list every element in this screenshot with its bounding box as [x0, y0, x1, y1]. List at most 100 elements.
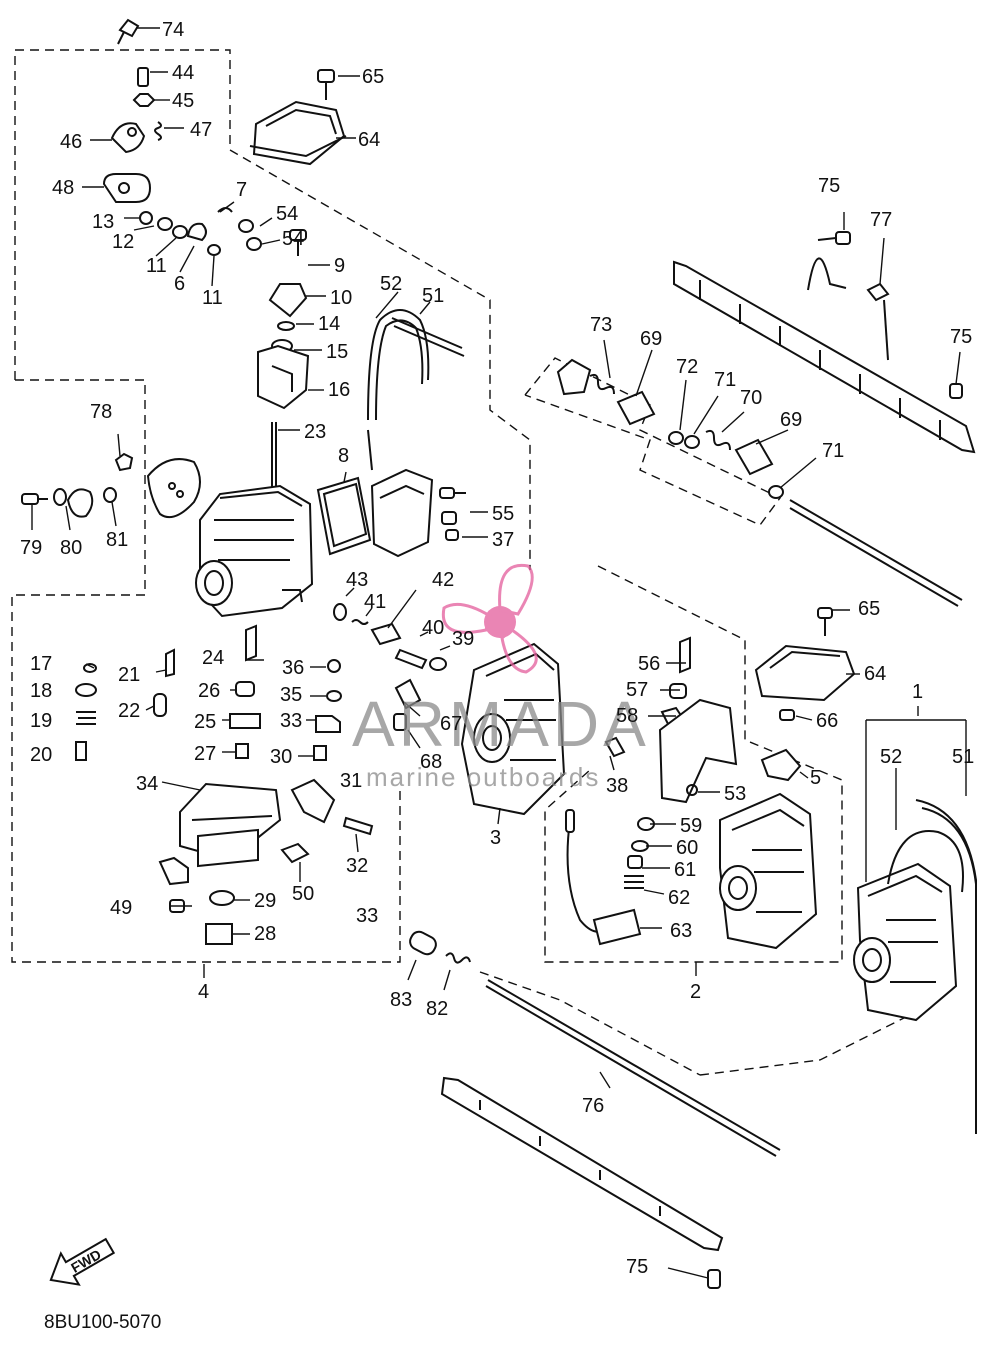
- carburetor-body-4: [195, 484, 314, 618]
- callout-48: 48: [52, 177, 74, 199]
- bracket-5-53: [658, 698, 802, 804]
- callout-12: 12: [112, 231, 134, 253]
- choke-cable-63: [565, 809, 642, 946]
- callout-16: 16: [328, 379, 350, 401]
- callout-labels: 1 2 3 4 5 6 7 8 9 10 11 11 12 13 14 15 1…: [20, 19, 974, 1278]
- callout-59: 59: [680, 815, 702, 837]
- callout-56: 56: [638, 653, 660, 675]
- washers-6-13: [139, 207, 262, 256]
- nut-45: [132, 93, 156, 107]
- callout-8: 8: [338, 445, 349, 467]
- callout-3: 3: [490, 827, 501, 849]
- callout-9: 9: [334, 255, 345, 277]
- callout-32: 32: [346, 855, 368, 877]
- cover-16: [257, 344, 310, 410]
- callout-77: 77: [870, 209, 892, 231]
- pin-44: [137, 67, 149, 87]
- callout-43: 43: [346, 569, 368, 591]
- screw-65-top: [317, 69, 335, 100]
- watermark-propeller-icon: [441, 563, 538, 674]
- callout-75b: 75: [950, 326, 972, 348]
- callout-61: 61: [674, 859, 696, 881]
- callout-37: 37: [492, 529, 514, 551]
- throttle-link-parts-69-73: [556, 358, 784, 499]
- throttle-shaft: [789, 499, 963, 607]
- callout-22: 22: [118, 700, 140, 722]
- callout-17: 17: [30, 653, 52, 675]
- assembly-outline-4: [11, 49, 531, 963]
- callout-82: 82: [426, 998, 448, 1020]
- parts-82-83: [409, 930, 471, 964]
- callout-58: 58: [616, 705, 638, 727]
- callout-54b: 54: [282, 228, 304, 250]
- callout-70: 70: [740, 387, 762, 409]
- callout-52a: 52: [380, 273, 402, 295]
- callout-66: 66: [816, 710, 838, 732]
- callout-33b: 33: [356, 905, 378, 927]
- callout-33a: 33: [280, 710, 302, 732]
- callout-47: 47: [190, 119, 212, 141]
- callout-75c: 75: [626, 1256, 648, 1278]
- callout-30: 30: [270, 746, 292, 768]
- callout-51a: 51: [422, 285, 444, 307]
- float-bowl-34: [158, 782, 282, 886]
- callout-69b: 69: [780, 409, 802, 431]
- callout-49: 49: [110, 897, 132, 919]
- bracket-38: [604, 736, 626, 758]
- callout-74: 74: [162, 19, 184, 41]
- parts-30-36: [290, 659, 374, 836]
- callout-38: 38: [606, 775, 628, 797]
- callout-71a: 71: [714, 369, 736, 391]
- callout-31: 31: [340, 770, 362, 792]
- screws-49-50-28-29: [169, 842, 310, 945]
- callout-54a: 54: [276, 203, 298, 225]
- callout-78: 78: [90, 401, 112, 423]
- bracket-46: [110, 122, 146, 154]
- callout-4: 4: [198, 981, 209, 1003]
- screw-74: [117, 18, 140, 45]
- callout-46: 46: [60, 131, 82, 153]
- callout-60: 60: [676, 837, 698, 859]
- callout-63: 63: [670, 920, 692, 942]
- fwd-arrow-icon: FWD: [49, 1237, 116, 1286]
- callout-25: 25: [194, 711, 216, 733]
- callout-65a: 65: [362, 66, 384, 88]
- watermark-tagline: marine outboards: [366, 762, 600, 792]
- fuel-rail-top: [673, 260, 976, 454]
- callout-42: 42: [432, 569, 454, 591]
- callout-39: 39: [452, 628, 474, 650]
- callout-51b: 51: [952, 746, 974, 768]
- callout-71b: 71: [822, 440, 844, 462]
- bracket-parts-78-81: [21, 452, 201, 518]
- callout-26: 26: [198, 680, 220, 702]
- callout-11a: 11: [146, 255, 167, 277]
- callout-69a: 69: [640, 328, 662, 350]
- carburetor-body-3: [460, 642, 566, 816]
- fuel-rail-bottom: [440, 1076, 724, 1252]
- callout-41: 41: [364, 591, 386, 613]
- callout-52b: 52: [880, 746, 902, 768]
- callout-80: 80: [60, 537, 82, 559]
- lever-48: [102, 173, 152, 203]
- parts-17-20: [75, 663, 97, 761]
- callout-6: 6: [174, 273, 185, 295]
- callout-62: 62: [668, 887, 690, 909]
- callout-83: 83: [390, 989, 412, 1011]
- callout-21: 21: [118, 664, 140, 686]
- callout-27: 27: [194, 743, 216, 765]
- callout-23: 23: [304, 421, 326, 443]
- gasket-8: [316, 476, 372, 556]
- cover-64-top: [249, 100, 347, 166]
- callout-40: 40: [422, 617, 444, 639]
- callout-7: 7: [236, 179, 247, 201]
- callout-35: 35: [280, 684, 302, 706]
- callout-15: 15: [326, 341, 348, 363]
- assembly-outline-2: [544, 565, 843, 963]
- jets-24-27: [229, 624, 261, 759]
- callout-20: 20: [30, 744, 52, 766]
- callout-10: 10: [330, 287, 352, 309]
- callout-81: 81: [106, 529, 128, 551]
- callout-72: 72: [676, 356, 698, 378]
- screws-55-37: [439, 487, 466, 541]
